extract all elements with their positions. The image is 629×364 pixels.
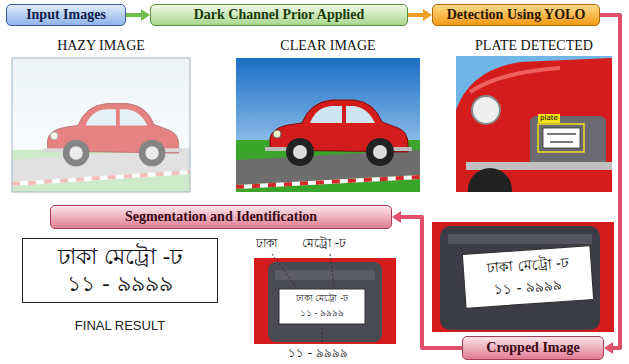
- detection-tag: plate: [538, 114, 560, 123]
- result-box: ঢাকা মেট্রো -ঢ১১ - ৯৯৯৯: [22, 238, 218, 303]
- result-caption: FINAL RESULT: [22, 318, 218, 333]
- clear-image: [236, 58, 420, 192]
- box-text: Segmentation and Identification: [125, 209, 317, 225]
- box-text: ঢাকা মেট্রো -ঢ: [58, 243, 183, 271]
- flow-arrow: [126, 13, 142, 17]
- arrow-head: [141, 9, 150, 21]
- box-text: Detection Using YOLO: [447, 7, 586, 23]
- plate-text: ঢাকা মেট্রো -ঢ: [279, 292, 365, 304]
- hazy-image: [12, 58, 190, 192]
- stage-box: Dark Channel Prior Applied: [150, 4, 408, 26]
- arrow-head: [604, 342, 613, 354]
- image-caption: PLATE DETECTED: [456, 38, 612, 54]
- cropped-image: [432, 222, 614, 332]
- flow-arrow: [400, 217, 462, 348]
- detection-image: [456, 56, 612, 192]
- flow-arrow: [600, 15, 620, 348]
- box-text: Input Images: [26, 7, 106, 23]
- segment-label: মেট্রো -ঢ: [302, 236, 346, 250]
- segment-label: ঢাকা: [256, 236, 277, 250]
- segment-label: ১১ - ৯৯৯৯: [288, 346, 348, 360]
- stage-box: Detection Using YOLO: [432, 4, 600, 26]
- arrow-head: [423, 9, 432, 21]
- image-caption: CLEAR IMAGE: [236, 38, 420, 54]
- stage-box: Cropped Image: [462, 336, 604, 360]
- box-text: Cropped Image: [486, 340, 579, 356]
- box-text: ১১ - ৯৯৯৯: [67, 270, 173, 298]
- image-caption: HAZY IMAGE: [12, 38, 190, 54]
- plate-text: ১১ - ৯৯৯৯: [279, 307, 365, 319]
- segmented-image: [254, 258, 396, 344]
- box-text: Dark Channel Prior Applied: [194, 7, 365, 23]
- stage-box: Input Images: [6, 4, 126, 26]
- stage-box: Segmentation and Identification: [50, 205, 392, 229]
- arrow-head: [392, 211, 401, 223]
- flow-arrow: [408, 13, 424, 17]
